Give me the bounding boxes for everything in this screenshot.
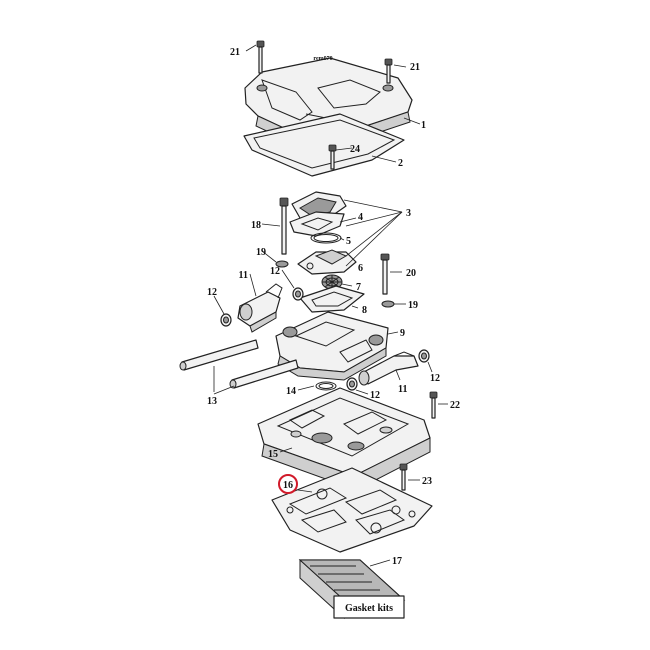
rocker-support-9: [275, 311, 389, 381]
rocker-arm-11-left: [237, 283, 283, 333]
bushing-12-b: [220, 313, 232, 327]
bolt-20: [380, 253, 390, 295]
highlight-ring: [278, 474, 298, 494]
o-ring-14: [315, 381, 337, 391]
label-3: 3: [406, 208, 411, 219]
bushing-12-d: [346, 377, 358, 391]
bolt-21-left: [256, 40, 265, 74]
label-11-right: 11: [398, 384, 407, 395]
rocker-cover: [244, 57, 413, 151]
label-12-d: 12: [370, 390, 380, 401]
label-12-b: 12: [207, 287, 217, 298]
label-5: 5: [346, 236, 351, 247]
highlighted-callout-16: 16: [278, 474, 298, 494]
rocker-shaft-13-b: [229, 359, 299, 389]
label-24: 24: [350, 144, 360, 155]
label-4: 4: [358, 212, 363, 223]
bolt-23: [399, 463, 408, 491]
base-gasket-16: [271, 467, 433, 553]
washer-19-left: [275, 260, 289, 268]
breather-gear-7: [321, 274, 343, 290]
bushing-12-a: [292, 287, 304, 301]
breather-body-6: [297, 249, 357, 275]
label-13: 13: [207, 396, 217, 407]
rocker-shaft-13-a: [179, 339, 259, 371]
label-7: 7: [356, 282, 361, 293]
label-2: 2: [398, 158, 403, 169]
label-22: 22: [450, 400, 460, 411]
cover-gasket: [243, 113, 405, 177]
bolt-24: [328, 144, 337, 170]
label-11-left: 11: [239, 270, 248, 281]
part-labels: 21 21 1 24 2 3 4 5 6 7 8 18 19 20 19 11 …: [207, 47, 460, 567]
gasket-kit-caption: Gasket kits: [345, 603, 393, 614]
gasket-kit-box: Gasket kits: [298, 558, 406, 620]
bolt-21-right: [384, 58, 393, 84]
label-6: 6: [358, 263, 363, 274]
label-12-c: 12: [430, 373, 440, 384]
label-21-left: 21: [230, 47, 240, 58]
breather-gasket-8: [299, 285, 365, 313]
breather-gasket-4: [289, 211, 345, 237]
label-9: 9: [400, 328, 405, 339]
label-16: 16: [283, 480, 293, 491]
label-19-right: 19: [408, 300, 418, 311]
bolt-22: [429, 391, 438, 419]
bolt-18: [279, 197, 289, 255]
label-21-right: 21: [410, 62, 420, 73]
washer-19-right: [381, 300, 395, 308]
rocker-arm-11-right: [358, 351, 419, 386]
label-8: 8: [362, 305, 367, 316]
label-18: 18: [251, 220, 261, 231]
label-15: 15: [268, 449, 278, 460]
reference-code: rem070: [313, 56, 332, 62]
o-ring-5: [310, 232, 342, 244]
label-1: 1: [421, 120, 426, 131]
label-12-a: 12: [270, 266, 280, 277]
bushing-12-c: [418, 349, 430, 363]
leader-lines: [213, 44, 448, 567]
label-19-left: 19: [256, 247, 266, 258]
label-20: 20: [406, 268, 416, 279]
label-17: 17: [392, 556, 402, 567]
label-23: 23: [422, 476, 432, 487]
label-14: 14: [286, 386, 296, 397]
